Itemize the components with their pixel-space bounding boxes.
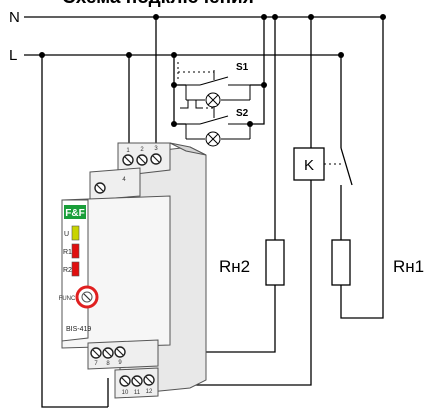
s2-to-n-wire (250, 85, 265, 125)
indicator-u (71, 225, 80, 241)
func-label: FUNC (59, 296, 76, 302)
top-terminals (94, 153, 162, 194)
indicator-u-label: U (64, 231, 69, 238)
indicator-r1 (71, 243, 80, 259)
s1-to-n-wire (250, 17, 265, 86)
terminal-number: 3 (154, 146, 158, 152)
relay-contact (340, 147, 353, 186)
indicator-r2 (71, 261, 80, 277)
bis-419-device (61, 142, 207, 399)
terminal-number: 4 (122, 177, 126, 183)
rn2-resistor (265, 239, 285, 286)
rn2-label: Rн2 (219, 257, 250, 276)
terminal-number: 12 (146, 389, 153, 395)
diagram-title: Схема подключения (62, 0, 254, 8)
line-label: L (9, 47, 17, 64)
terminal-number: 2 (140, 147, 144, 153)
rn1-label: Rн1 (393, 257, 424, 276)
terminal-number: 11 (134, 390, 141, 396)
s1-label: S1 (236, 62, 249, 73)
junction-dot (247, 121, 253, 127)
brand-badge (64, 205, 86, 219)
model-label: BIS-419 (66, 326, 91, 333)
s2-label: S2 (236, 108, 249, 119)
bottom-terminals (90, 346, 155, 387)
l-return-wire (41, 55, 108, 408)
rn1-resistor (331, 239, 351, 286)
neutral-label: N (9, 9, 20, 26)
indicator-r1-label: R1 (63, 249, 72, 256)
relay-to-terminal-wire (158, 180, 312, 386)
relay-label: K (304, 157, 314, 174)
terminal-number: 1 (126, 148, 130, 154)
junction-dot (171, 121, 177, 127)
terminal-number: 9 (118, 360, 122, 366)
rn1-return-wire (340, 17, 384, 319)
terminal-number: 8 (106, 361, 110, 367)
switch-s2 (180, 99, 251, 147)
junction-dot (171, 82, 177, 88)
terminal-number: 10 (122, 390, 129, 396)
junction-dot (261, 82, 267, 88)
indicator-r2-label: R2 (63, 267, 72, 274)
brand-logo: F&F (65, 208, 84, 219)
terminal-number: 7 (94, 361, 98, 367)
